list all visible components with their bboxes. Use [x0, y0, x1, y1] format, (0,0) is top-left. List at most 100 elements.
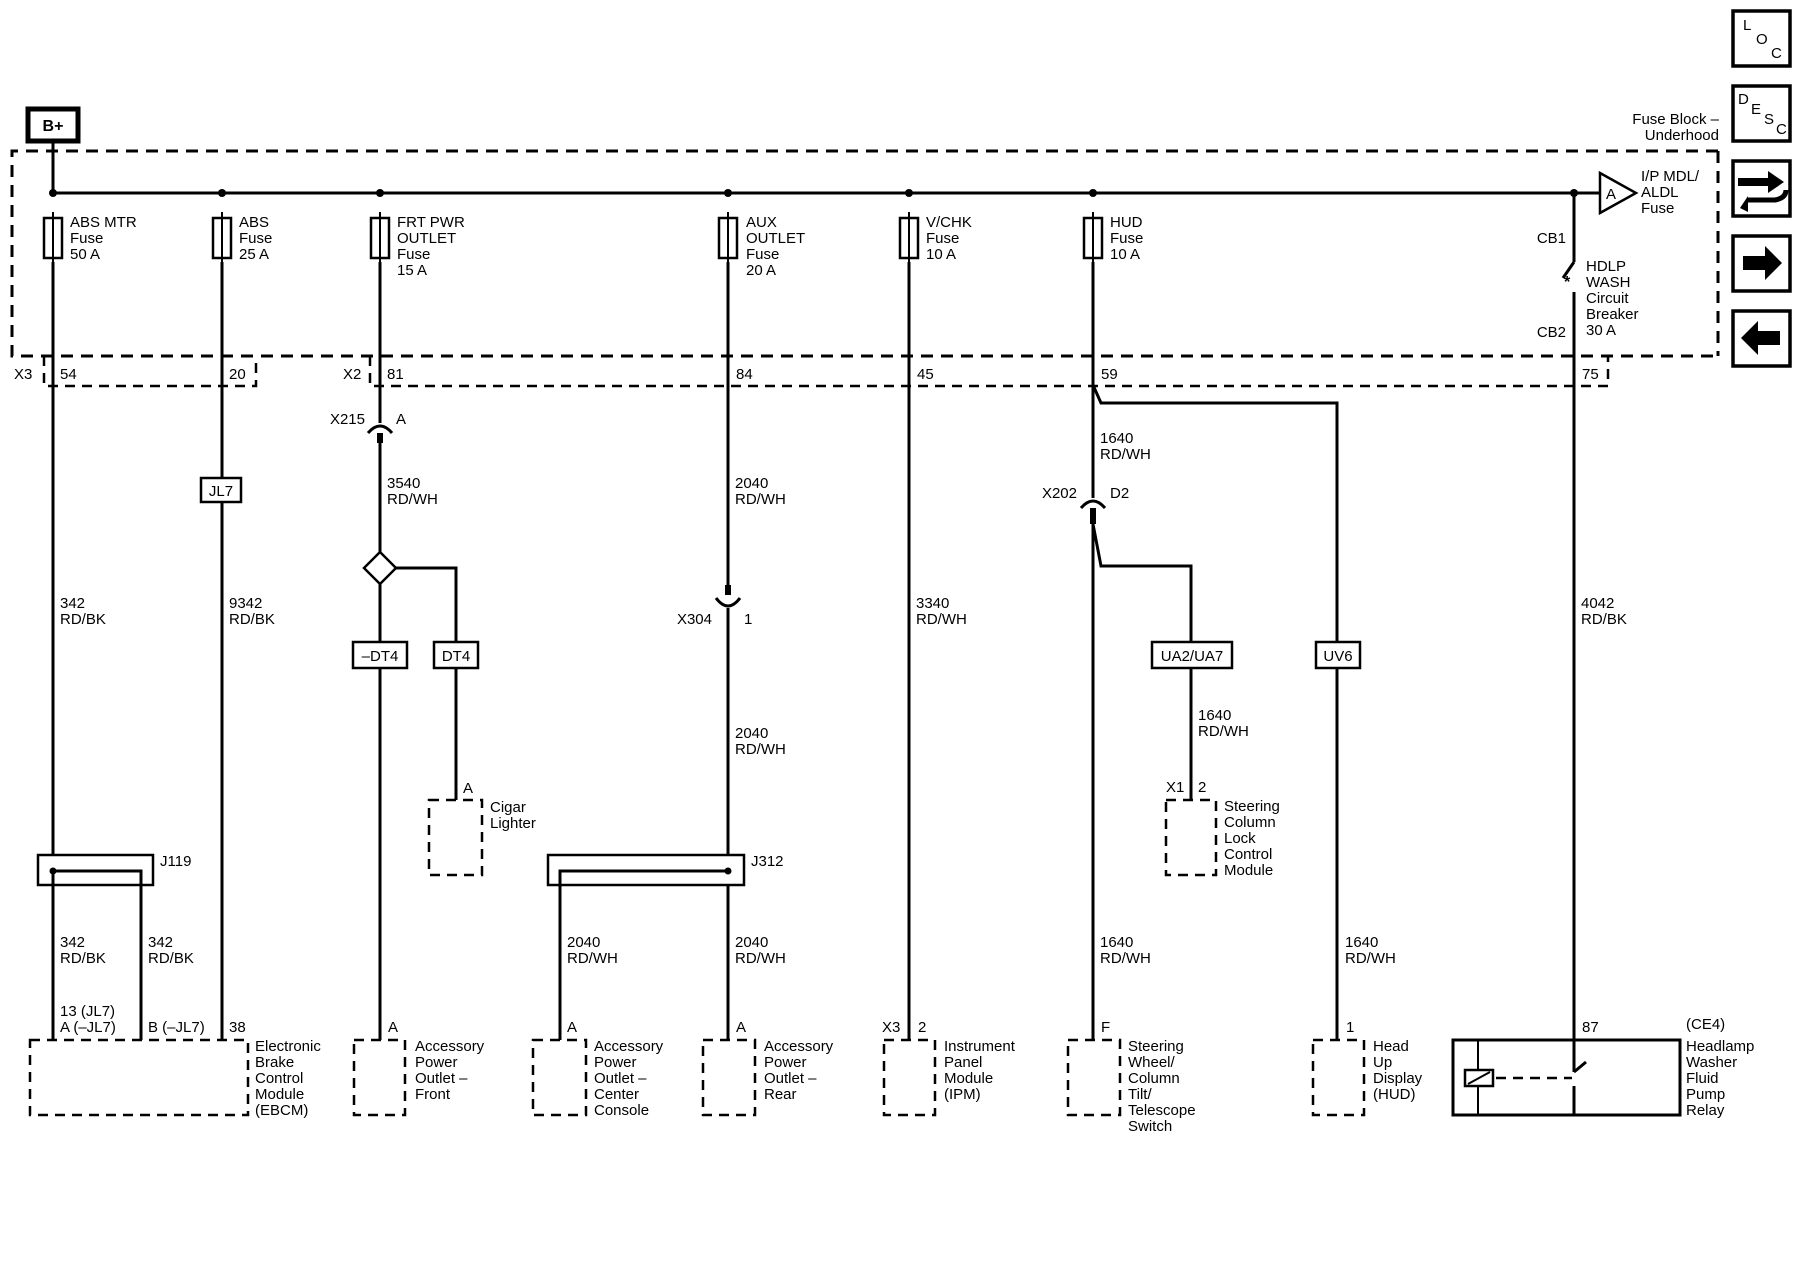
diagram-label: Panel	[944, 1054, 982, 1071]
diagram-label: Washer	[1686, 1054, 1737, 1071]
diagram-label: Outlet –	[415, 1070, 468, 1087]
diagram-label: Pump	[1686, 1086, 1725, 1103]
diagram-label: Telescope	[1128, 1102, 1196, 1119]
diagram-label: RD/WH	[735, 491, 786, 508]
diagram-label: 2	[918, 1019, 926, 1036]
circuit-abs-mtr: 342 RD/BK J119 342 RD/BK 342 RD/BK	[36, 262, 194, 1040]
diagram-label: B (–JL7)	[148, 1019, 205, 1036]
diagram-label: Display	[1373, 1070, 1423, 1087]
diagram-label: 59	[1101, 366, 1118, 383]
b-plus-label: B+	[43, 118, 64, 135]
circuit-v-chk: 3340 RD/WH	[907, 262, 967, 1040]
diagram-label: Column	[1224, 814, 1276, 831]
diagram-label: A	[463, 780, 473, 797]
diagram-label: 87	[1582, 1019, 1599, 1036]
x304-label: X304	[677, 611, 712, 628]
diagram-label: Fuse	[926, 230, 959, 247]
arrow-right-icon[interactable]	[1731, 234, 1792, 293]
dt4-option: DT4	[442, 648, 470, 665]
diagram-label: D	[1738, 91, 1749, 108]
diagram-label: A (–JL7)	[60, 1019, 116, 1036]
diagram-label: Module	[944, 1070, 993, 1087]
diagram-label: 1640	[1198, 707, 1231, 724]
diagram-label: Center	[594, 1086, 639, 1103]
diagram-label: ABS MTR	[70, 214, 137, 231]
diagram-label: 38	[229, 1019, 246, 1036]
diagram-label: Module	[1224, 862, 1273, 879]
diagram-label: 1640	[1100, 430, 1133, 447]
diagram-label: RD/BK	[229, 611, 275, 628]
diagram-label: (CE4)	[1686, 1016, 1725, 1033]
diagram-label: RD/BK	[60, 611, 106, 628]
headlamp-washer-fluid-pump-relay: 87 (CE4) Headlamp Washer Fluid Pump Rela…	[1451, 1016, 1754, 1119]
loc-icon[interactable]: L O C	[1731, 9, 1792, 68]
diagram-label: 84	[736, 366, 753, 383]
fuse-hud: HUD Fuse 10 A	[1082, 212, 1143, 263]
ip-mdl-label-1: I/P MDL/	[1641, 168, 1700, 185]
diagram-label: OUTLET	[397, 230, 456, 247]
diagram-label: Power	[594, 1054, 637, 1071]
diagram-label: 54	[60, 366, 77, 383]
diagram-label: RD/BK	[60, 950, 106, 967]
diagram-label: Power	[764, 1054, 807, 1071]
diagram-label: 2040	[735, 725, 768, 742]
diagram-label: 342	[60, 934, 85, 951]
diagram-label: 25 A	[239, 246, 269, 263]
diagram-label: 1640	[1100, 934, 1133, 951]
diagram-label: Fuse	[239, 230, 272, 247]
diagram-label: 10 A	[926, 246, 956, 263]
cb1-label: CB1	[1537, 230, 1566, 247]
diagram-label: RD/BK	[1581, 611, 1627, 628]
diagram-label: Control	[1224, 846, 1272, 863]
diagram-label: RD/WH	[735, 950, 786, 967]
cb2-label: CB2	[1537, 324, 1566, 341]
diagram-label: RD/WH	[1198, 723, 1249, 740]
fuse-block-title: Fuse Block –	[1632, 111, 1719, 128]
diagram-label: 2040	[735, 934, 768, 951]
diagram-label: (HUD)	[1373, 1086, 1416, 1103]
diagram-label: Brake	[255, 1054, 294, 1071]
diagram-label: Outlet –	[764, 1070, 817, 1087]
diagram-label: Fuse	[397, 246, 430, 263]
diagram-label: RD/WH	[1100, 950, 1151, 967]
diagram-label: ABS	[239, 214, 269, 231]
diagram-label: Rear	[764, 1086, 797, 1103]
diagram-label: Fluid	[1686, 1070, 1719, 1087]
accessory-power-outlet-center-console: A Accessory Power Outlet – Center Consol…	[531, 1019, 664, 1119]
head-up-display: 1 Head Up Display (HUD)	[1311, 1019, 1423, 1117]
diagram-label: Circuit	[1586, 290, 1629, 307]
diagram-label: WASH	[1586, 274, 1630, 291]
steering-wheel-tilt-telescope-switch: F Steering Wheel/ Column Tilt/ Telescope…	[1066, 1019, 1196, 1135]
fuse-block-subtitle: Underhood	[1645, 127, 1719, 144]
diagram-label: RD/BK	[148, 950, 194, 967]
diagram-label: Column	[1128, 1070, 1180, 1087]
diagram-label: C	[1771, 45, 1782, 62]
diagram-label: Instrument	[944, 1038, 1016, 1055]
ip-mdl-aldl-reference: A I/P MDL/ ALDL Fuse	[1598, 168, 1700, 217]
diagram-label: A	[567, 1019, 577, 1036]
arrow-left-icon[interactable]	[1731, 309, 1792, 368]
diagram-label: RD/WH	[387, 491, 438, 508]
ip-mdl-label-2: ALDL	[1641, 184, 1679, 201]
x202-pin: D2	[1110, 485, 1129, 502]
diagram-label: O	[1756, 31, 1768, 48]
x1-pin: 2	[1198, 779, 1206, 796]
diagram-label: X3	[882, 1019, 900, 1036]
diagram-label: 20	[229, 366, 246, 383]
connector-icon[interactable]	[1731, 159, 1792, 218]
diagram-label: A	[388, 1019, 398, 1036]
circuit-hud: 1640 RD/WH X202 D2 UA2/UA7 UV6 1640 RD/W…	[1042, 262, 1396, 1040]
diagram-label: Console	[594, 1102, 649, 1119]
diagram-label: 2040	[735, 475, 768, 492]
diagram-label: 1	[1346, 1019, 1354, 1036]
diagram-label: Outlet –	[594, 1070, 647, 1087]
diagram-label: Headlamp	[1686, 1038, 1754, 1055]
diagram-label: 342	[60, 595, 85, 612]
diagram-label: 9342	[229, 595, 262, 612]
diagram-label: Front	[415, 1086, 451, 1103]
fuse-block-connector-pins: X3 54 20 X2 81 84 45 59 75	[14, 366, 1599, 383]
diagram-label: Wheel/	[1128, 1054, 1176, 1071]
diagram-label: L	[1743, 17, 1751, 34]
desc-icon[interactable]: D E S C	[1731, 84, 1792, 143]
diagram-label: 3340	[916, 595, 949, 612]
